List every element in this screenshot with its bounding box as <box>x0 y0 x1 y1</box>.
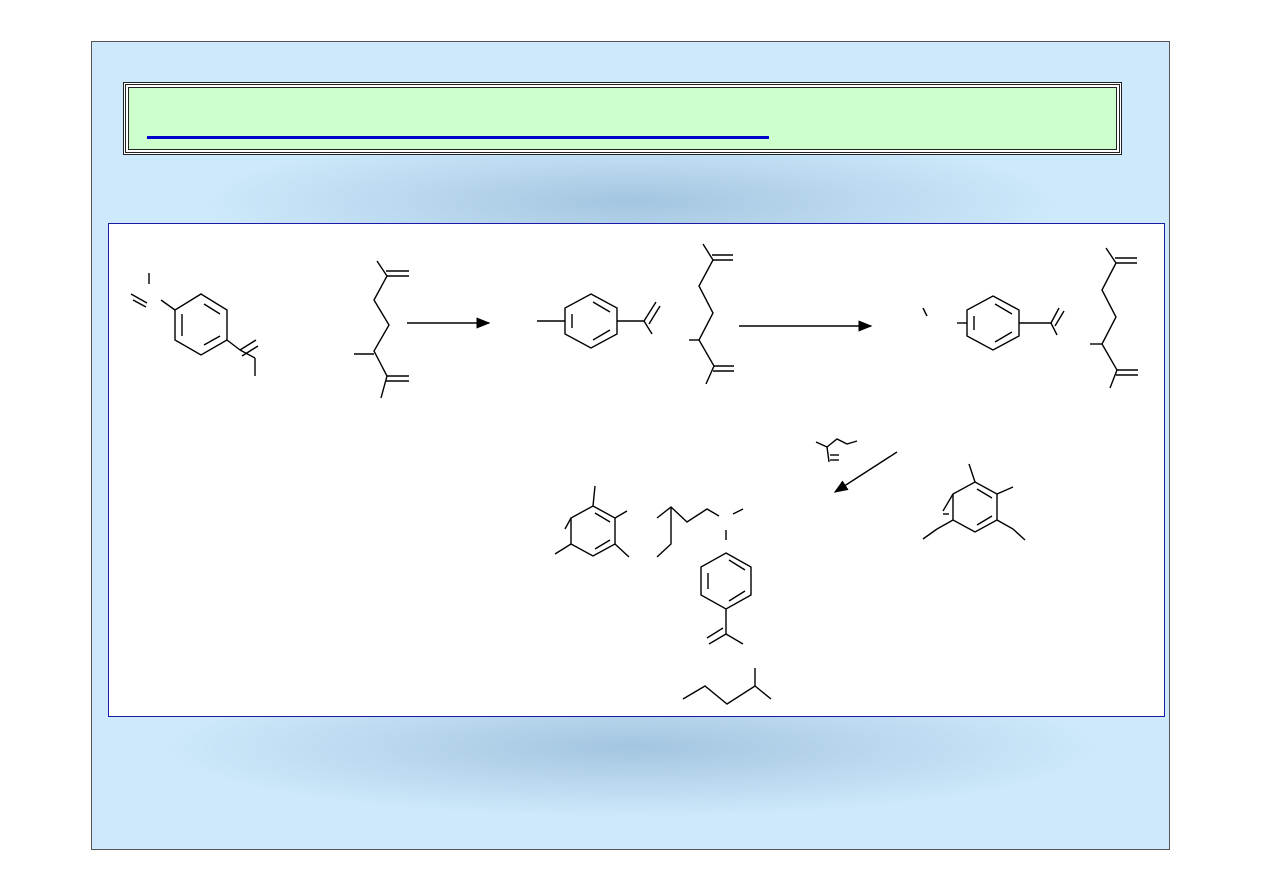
aryl-reagent-molecule <box>922 463 1026 541</box>
product-benzene-molecule <box>922 295 1065 351</box>
title-bar <box>123 82 1122 155</box>
title-panel <box>128 87 1117 150</box>
title-underline <box>147 136 769 139</box>
intermediate-diester-molecule <box>689 243 734 385</box>
reaction-scheme <box>108 223 1165 717</box>
reaction-scheme-drawing <box>130 243 1138 705</box>
product-diester-molecule <box>1090 247 1138 389</box>
reagent-fragment <box>815 438 858 463</box>
reactant-benzene-molecule <box>130 273 259 376</box>
reactant-diester-molecule <box>354 260 409 399</box>
final-product-molecule <box>554 485 772 705</box>
reaction-arrow-3 <box>833 451 898 493</box>
slide <box>91 41 1170 850</box>
intermediate-benzene-molecule <box>537 293 661 349</box>
